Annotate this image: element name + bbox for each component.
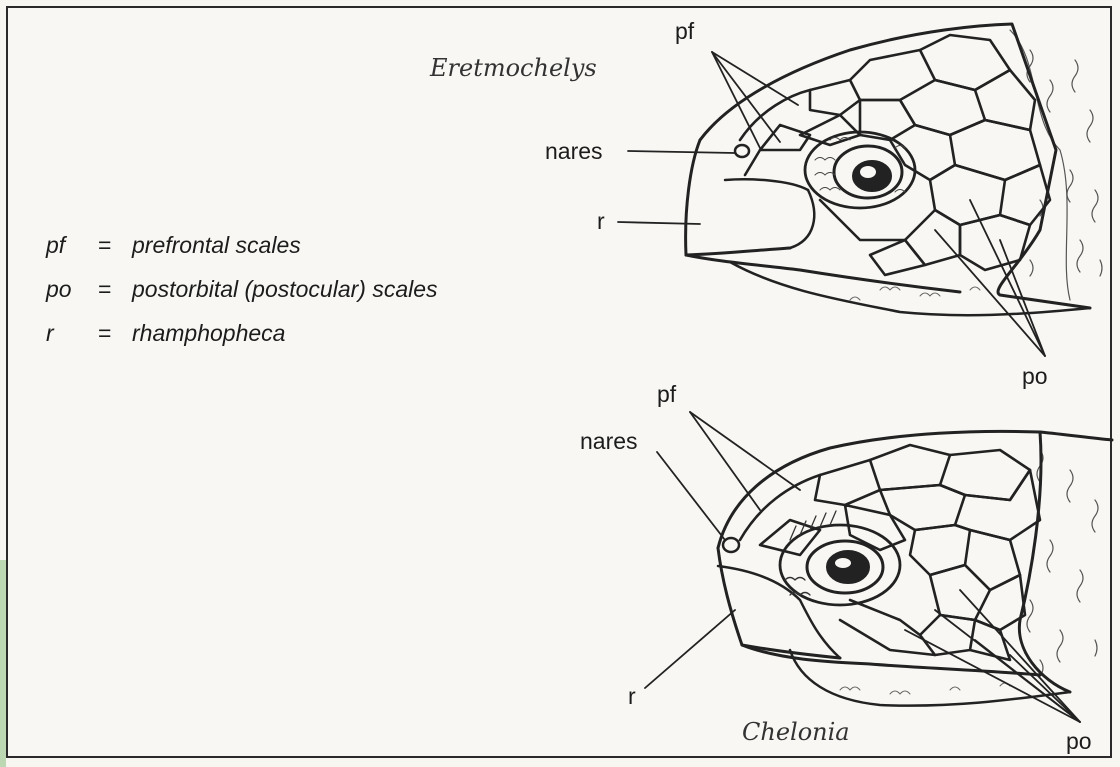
- legend-equals: =: [98, 322, 132, 345]
- top-nares-label: nares: [545, 140, 603, 163]
- bottom-r-label: r: [628, 685, 636, 708]
- chelonia-neck-texture: [1027, 450, 1098, 676]
- legend-row-po: po=postorbital (postocular) scales: [46, 278, 438, 301]
- top-pf-label: pf: [675, 20, 694, 43]
- species-label-top: Eretmochelys: [430, 56, 597, 80]
- top-r-label: r: [597, 210, 605, 233]
- legend-meaning: prefrontal scales: [132, 232, 301, 258]
- legend-abbr: po: [46, 278, 98, 301]
- species-label-bottom: Chelonia: [742, 720, 850, 744]
- chelonia-eye: [780, 511, 900, 605]
- legend-equals: =: [98, 234, 132, 257]
- bottom-pf-label: pf: [657, 383, 676, 406]
- eretmochelys-head-illustration: [618, 24, 1102, 356]
- eretmochelys-neck-texture: [1010, 30, 1102, 300]
- bottom-nares-label: nares: [580, 430, 638, 453]
- legend-abbr: r: [46, 322, 98, 345]
- eretmochelys-naris: [735, 145, 749, 157]
- chelonia-head-illustration: [645, 412, 1112, 722]
- legend-row-pf: pf=prefrontal scales: [46, 234, 301, 257]
- top-po-label: po: [1022, 365, 1048, 388]
- legend-meaning: postorbital (postocular) scales: [132, 276, 438, 302]
- legend-meaning: rhamphopheca: [132, 320, 285, 346]
- legend-abbr: pf: [46, 234, 98, 257]
- eretmochelys-eye: [805, 132, 915, 208]
- legend-row-r: r=rhamphopheca: [46, 322, 285, 345]
- legend-equals: =: [98, 278, 132, 301]
- bottom-po-label: po: [1066, 730, 1092, 753]
